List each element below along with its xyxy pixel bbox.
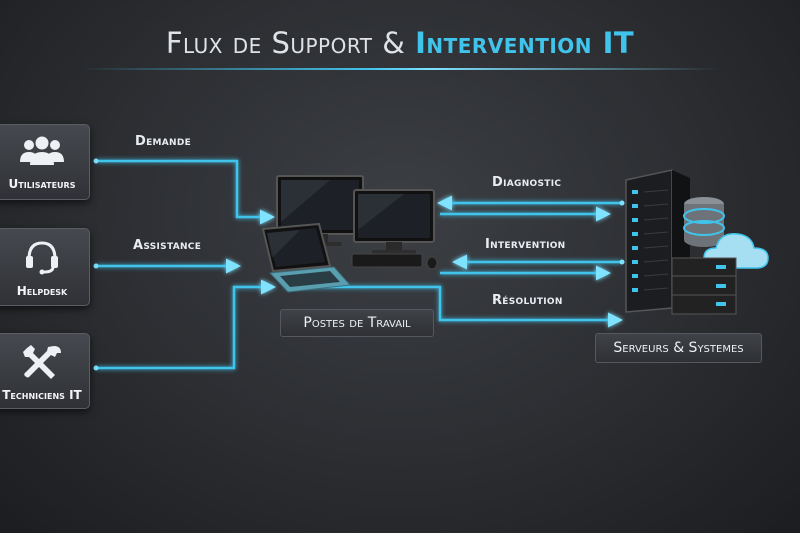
techniciens-label: Techniciens IT [2, 388, 82, 402]
title-part-1: Flux de Support & [165, 26, 416, 60]
assistance-start-dot [93, 263, 99, 269]
demande-start-dot [93, 158, 99, 164]
diagram-title: Flux de Support & Intervention IT [0, 26, 800, 60]
users-icon [20, 136, 64, 165]
title-underline [80, 68, 720, 70]
diagnostic-label: Diagnostic [492, 175, 562, 190]
helpdesk-label: Helpdesk [16, 284, 68, 298]
assistance-label: Assistance [133, 238, 202, 253]
techniciens-connector [96, 279, 276, 370]
utilisateurs-label: Utilisateurs [8, 177, 76, 191]
techniciens-box: Techniciens IT [0, 333, 90, 409]
demande-label: Demande [135, 134, 192, 149]
utilisateurs-box: Utilisateurs [0, 124, 90, 200]
postes-caption: Postes de Travail [280, 309, 434, 337]
intervention-label: Intervention [485, 237, 566, 252]
demande-connector [96, 159, 275, 225]
resolution-connector [285, 285, 623, 328]
resolution-label: Résolution [492, 293, 563, 308]
tools-icon [23, 345, 61, 379]
serveurs-caption: Serveurs & Systemes [595, 333, 762, 363]
diagnostic-start-dot [619, 200, 625, 206]
intervention-start-dot [619, 259, 625, 265]
helpdesk-box: Helpdesk [0, 228, 90, 306]
headset-icon [26, 241, 58, 275]
title-part-2: Intervention IT [415, 26, 635, 60]
techniciens-start-dot [93, 365, 99, 371]
